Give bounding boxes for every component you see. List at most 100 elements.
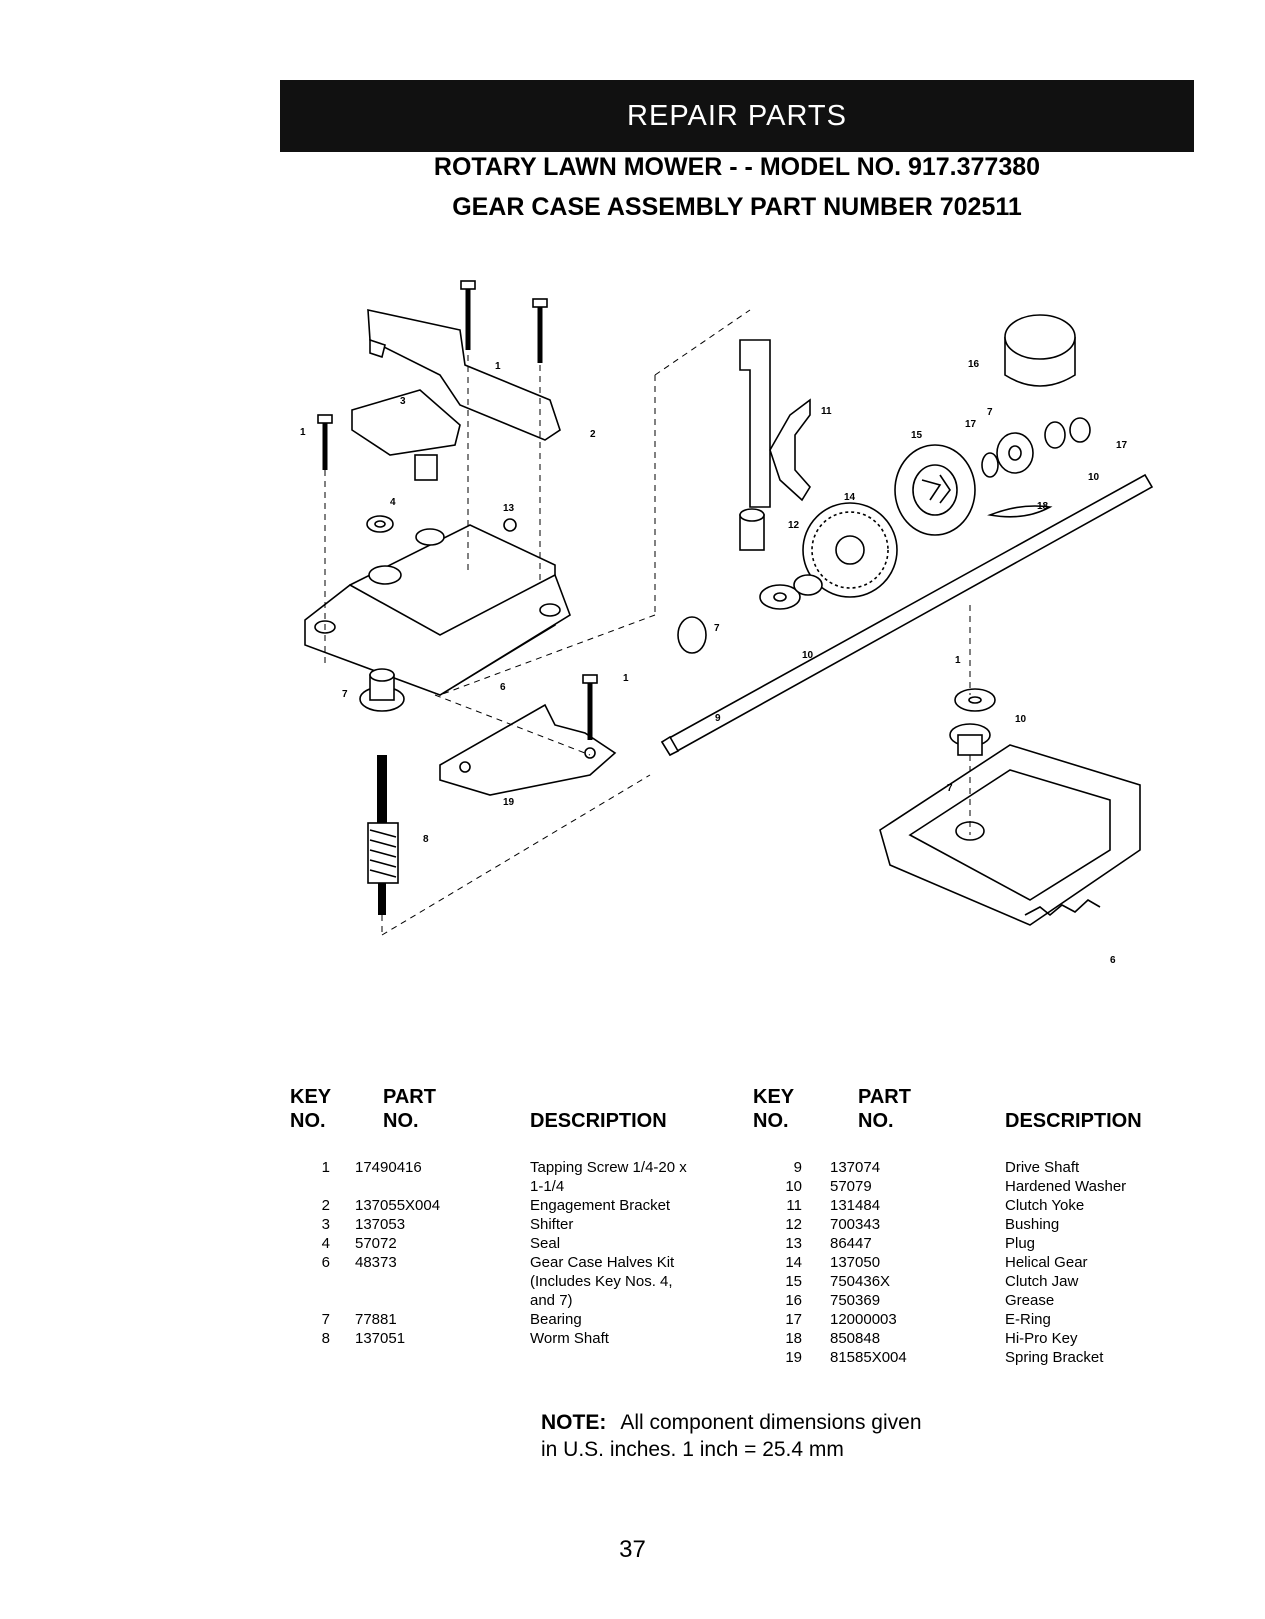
svg-text:10: 10: [1088, 472, 1100, 483]
svg-text:11: 11: [821, 406, 832, 417]
svg-text:17: 17: [965, 419, 977, 430]
clutch-jaw: [894, 444, 976, 536]
svg-text:7: 7: [714, 623, 720, 634]
helical-gear: [802, 502, 898, 598]
table-row-desc: Clutch Jaw: [1005, 1273, 1079, 1290]
table-row-desc: Gear Case Halves Kit: [530, 1254, 675, 1271]
table-row-part: 48373: [355, 1254, 397, 1271]
table-row-key: 7: [321, 1311, 330, 1328]
svg-text:1: 1: [300, 427, 306, 438]
table-row-key: 2: [321, 1197, 330, 1214]
table-row-key: 15: [785, 1273, 802, 1290]
table-row-key: 19: [785, 1349, 802, 1366]
seal: [366, 515, 394, 533]
worm-shaft: [367, 755, 399, 915]
svg-text:7: 7: [947, 783, 953, 794]
table-row-key: 16: [785, 1292, 802, 1309]
table-row-part: 86447: [830, 1235, 872, 1252]
table-row-desc: Clutch Yoke: [1005, 1197, 1085, 1214]
table-row-key: 12: [785, 1216, 802, 1233]
note-line2: in U.S. inches. 1 inch = 25.4 mm: [541, 1438, 844, 1461]
svg-text:17: 17: [1116, 440, 1128, 451]
table-row-desc: Engagement Bracket: [530, 1197, 671, 1214]
svg-text:7: 7: [987, 407, 993, 418]
svg-text:1: 1: [955, 655, 961, 666]
bearing-left: [359, 668, 405, 712]
table-row-part: 700343: [830, 1216, 881, 1233]
table-row-part: 750369: [830, 1292, 881, 1309]
table-row-desc: Hi-Pro Key: [1005, 1330, 1078, 1347]
table-row-desc: Tapping Screw 1/4-20 x: [530, 1159, 687, 1176]
table-row-part: 137074: [830, 1159, 881, 1176]
svg-text:2: 2: [590, 429, 596, 440]
svg-text:1: 1: [623, 673, 629, 684]
washers-and-rings: [677, 417, 1091, 712]
screw-bracket: [582, 674, 598, 740]
table-row-desc: Grease: [1005, 1292, 1055, 1309]
table-row-key: 8: [321, 1330, 330, 1347]
svg-text:9: 9: [715, 713, 721, 724]
table-row-desc: Helical Gear: [1005, 1254, 1088, 1271]
gear-case-top-half: [304, 524, 571, 696]
svg-text:15: 15: [911, 430, 923, 441]
table-row-part: 137055X004: [355, 1197, 441, 1214]
bushing: [739, 508, 765, 551]
table-row-key: 1: [321, 1159, 330, 1176]
callout-labels: 1 2 3 1 4 13 6 7 1 19 8 11 12 14 15 16 1…: [300, 359, 1128, 966]
svg-text:1: 1: [495, 361, 501, 372]
table-row-key: 17: [785, 1311, 802, 1328]
screw-left: [317, 414, 333, 470]
guide-lines: [324, 309, 971, 936]
left-description-header: DESCRIPTION: [530, 1110, 667, 1132]
svg-text:12: 12: [788, 520, 800, 531]
shifter: [351, 389, 461, 481]
table-row-desc: and 7): [530, 1292, 573, 1309]
clutch-yoke: [739, 339, 811, 508]
svg-text:10: 10: [1015, 714, 1027, 725]
svg-text:6: 6: [1110, 955, 1116, 966]
dimension-note: NOTE: All component dimensions given in U…: [541, 1409, 922, 1463]
svg-text:4: 4: [390, 497, 396, 508]
table-row-part: 17490416: [355, 1159, 422, 1176]
table-row-key: 4: [321, 1235, 330, 1252]
table-row-desc: 1-1/4: [530, 1178, 565, 1195]
table-row-key: 9: [793, 1159, 802, 1176]
table-row-desc: Bearing: [530, 1311, 582, 1328]
table-row-part: 850848: [830, 1330, 881, 1347]
assembly-title: GEAR CASE ASSEMBLY PART NUMBER 702511: [452, 193, 1022, 221]
table-row-key: 13: [785, 1235, 802, 1252]
note-line1: All component dimensions given: [620, 1411, 922, 1434]
table-row-desc: (Includes Key Nos. 4,: [530, 1273, 673, 1290]
table-row-part: 12000003: [830, 1311, 897, 1328]
table-row-desc: Spring Bracket: [1005, 1349, 1104, 1366]
note-label: NOTE:: [541, 1411, 607, 1434]
table-row-key: 6: [321, 1254, 330, 1271]
hi-pro-key: [987, 505, 1053, 518]
plug: [503, 518, 517, 532]
table-row-desc: Shifter: [530, 1216, 574, 1233]
table-row-key: 11: [786, 1197, 802, 1214]
svg-text:13: 13: [503, 503, 515, 514]
page-number: 37: [619, 1536, 646, 1563]
table-row-desc: Drive Shaft: [1005, 1159, 1080, 1176]
table-row-desc: Worm Shaft: [530, 1330, 609, 1347]
svg-text:18: 18: [1037, 501, 1049, 512]
spring-bracket: [439, 703, 617, 796]
svg-text:3: 3: [400, 396, 406, 407]
table-row-desc: Plug: [1005, 1235, 1036, 1252]
table-row-key: 14: [785, 1254, 802, 1271]
table-row-desc: Bushing: [1005, 1216, 1060, 1233]
screw-top-left: [460, 280, 476, 350]
table-row-part: 57079: [830, 1178, 872, 1195]
table-row-part: 81585X004: [830, 1349, 907, 1366]
table-row-key: 3: [321, 1216, 330, 1233]
header-banner: REPAIR PARTS: [280, 80, 1194, 152]
table-row-part: 137050: [830, 1254, 881, 1271]
table-row-part: 750436X: [830, 1273, 891, 1290]
table-row-key: 10: [785, 1178, 802, 1195]
svg-text:14: 14: [844, 492, 856, 503]
svg-text:10: 10: [802, 650, 814, 661]
